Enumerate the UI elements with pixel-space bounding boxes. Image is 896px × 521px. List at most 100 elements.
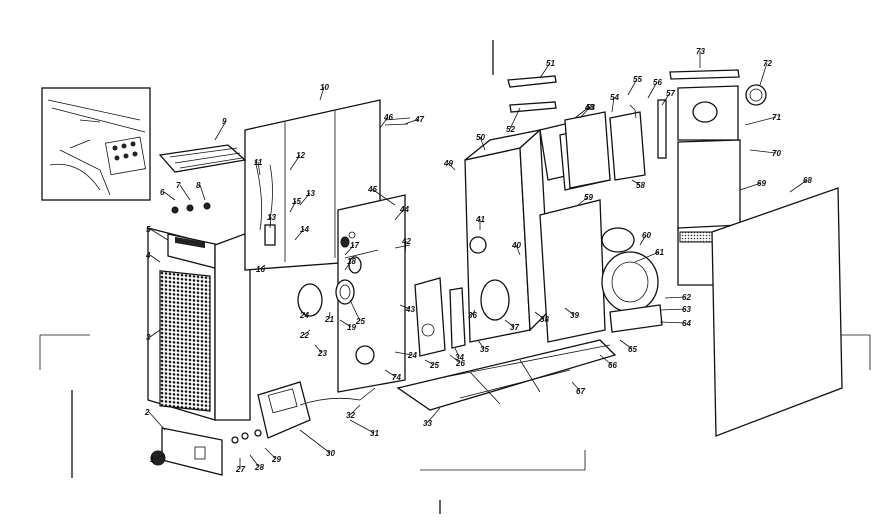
leader-line [349, 299, 361, 322]
part-number-label: 67 [576, 387, 585, 396]
cover-plate [150, 427, 223, 476]
part-number-label: 17 [350, 241, 359, 250]
small-parts [171, 117, 487, 259]
part-number-label: 13 [267, 213, 276, 222]
part-number-label: 73 [696, 47, 705, 56]
leader-line [404, 240, 407, 256]
leader-line [454, 347, 460, 358]
leader-line [634, 251, 660, 263]
part-number-label: 3 [146, 333, 151, 342]
leader-line [344, 260, 352, 271]
leader-line [289, 154, 301, 171]
part-number-label: 12 [296, 151, 305, 160]
part-number-label: 10 [320, 83, 329, 92]
leader-line [789, 179, 808, 193]
top-rails [507, 69, 740, 113]
leader-line [515, 244, 521, 256]
part-number-label: 44 [399, 205, 409, 214]
rings [297, 236, 362, 317]
part-number-label: 8 [196, 181, 201, 190]
front-panel [147, 227, 216, 421]
part-number-label: 65 [628, 345, 637, 354]
part-number-label: 16 [256, 265, 265, 274]
manifold-pieces [414, 277, 466, 357]
leader-line [349, 404, 361, 416]
leader-line [149, 228, 169, 241]
leader-line [179, 184, 191, 201]
part-number-label: 13 [306, 189, 315, 198]
part-number-label: 59 [584, 193, 593, 202]
part-number-label: 62 [682, 293, 691, 302]
part-number-label: 33 [423, 419, 432, 428]
leader-line [426, 407, 441, 424]
part-number-label: 68 [803, 176, 812, 185]
part-number-label: 58 [636, 181, 645, 190]
leader-line [449, 354, 461, 364]
leader-line [477, 339, 485, 350]
leader-line [574, 106, 590, 119]
part-number-label: 34 [455, 353, 464, 362]
leader-line [564, 307, 575, 316]
part-number-label: 25 [429, 361, 439, 370]
part-number-label: 57 [666, 89, 675, 98]
part-number-label: 37 [510, 323, 519, 332]
leader-line [447, 162, 456, 171]
part-number-label: 6 [160, 188, 165, 197]
part-number-label: 50 [476, 133, 485, 142]
part-number-label: 15 [292, 197, 301, 206]
leader-line [269, 216, 272, 229]
part-number-label: 70 [772, 149, 781, 158]
part-number-label: 1 [150, 455, 155, 464]
burner-grate [158, 144, 247, 173]
part-number-label: 19 [347, 323, 356, 332]
leader-line [479, 136, 486, 151]
leader-line [611, 96, 615, 113]
part-number-label: 22 [299, 331, 309, 340]
part-number-label: 39 [570, 311, 579, 320]
leader-line [647, 81, 658, 99]
leader-line [303, 311, 306, 316]
leader-line [471, 309, 476, 316]
leader-line [214, 120, 227, 141]
leader-line [571, 381, 581, 392]
part-number-label: 47 [414, 115, 424, 124]
large-side-panel [711, 187, 843, 437]
part-number-label: 28 [254, 463, 264, 472]
part-number-label: 41 [475, 215, 485, 224]
part-number-label: 21 [324, 315, 334, 324]
part-number-label: 61 [655, 248, 664, 257]
leader-line [344, 244, 355, 256]
leader-line [328, 311, 331, 320]
part-number-label: 45 [367, 185, 377, 194]
leader-line [289, 200, 297, 213]
part-number-label: 29 [271, 455, 281, 464]
leader-line [339, 319, 352, 328]
gas-valve [257, 381, 376, 439]
part-number-label: 55 [633, 75, 642, 84]
part-number-label: 72 [763, 59, 772, 68]
leader-line [319, 86, 325, 101]
leader-line [303, 329, 311, 336]
leader-line [534, 311, 545, 320]
leader-line [759, 62, 768, 86]
part-number-label: 66 [608, 361, 617, 370]
part-number-label: 23 [317, 349, 327, 358]
part-number-label: 14 [300, 225, 309, 234]
leader-line [294, 228, 305, 241]
leader-line [599, 354, 613, 366]
base-tray [396, 339, 617, 411]
part-number-label: 27 [235, 465, 245, 474]
part-number-label: 52 [506, 125, 515, 134]
filter-rack [564, 99, 667, 189]
leader-line [744, 116, 777, 126]
leader-line [384, 369, 397, 378]
part-number-label: 5 [146, 225, 151, 234]
leader-line [749, 149, 777, 154]
leader-line [314, 344, 323, 354]
part-number-label: 54 [610, 93, 619, 102]
leader-line [349, 419, 375, 434]
part-number-label: 4 [145, 251, 151, 260]
leader-line [379, 116, 389, 129]
part-number-label: 69 [757, 179, 766, 188]
